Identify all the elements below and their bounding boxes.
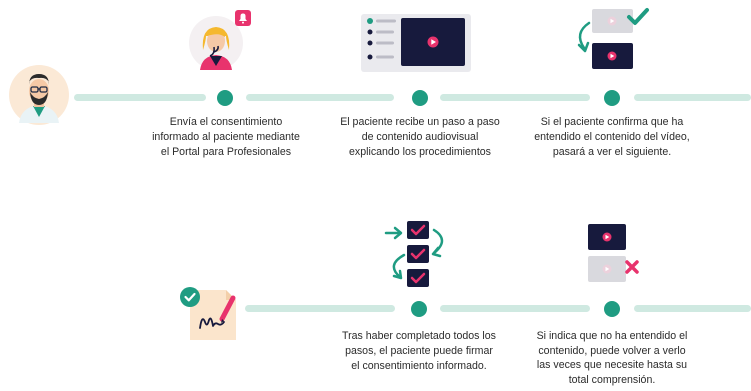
caption-line: el consentimiento informado. (351, 360, 487, 372)
caption-line: El paciente recibe un paso a paso (340, 116, 500, 128)
video-playlist-icon (577, 8, 649, 69)
step-caption-patient-confirms: Si el paciente confirma que ha entendido… (517, 115, 707, 160)
caption-line: total comprensión. (568, 373, 656, 386)
step-caption-patient-rewatches: Si indica que no ha entendido el conteni… (517, 329, 707, 387)
flow-track (74, 94, 206, 101)
step-caption-send-consent: Envía el consentimiento informado al pac… (131, 115, 321, 160)
flow-track (634, 94, 751, 101)
caption-line: Tras haber completado todos los (342, 330, 496, 342)
caption-line: contenido, puede volver a verlo (538, 344, 686, 357)
caption-line: las veces que necesite hasta su (536, 359, 688, 371)
flow-track (245, 305, 395, 312)
step-node (411, 301, 427, 317)
video-player-icon (361, 14, 471, 72)
step-node (604, 301, 620, 317)
step-caption-patient-receives: El paciente recibe un paso a paso de con… (325, 115, 515, 160)
step-node (604, 90, 620, 106)
flow-track (440, 305, 590, 312)
caption-line: pasará a ver el siguiente. (552, 146, 672, 158)
step-caption-patient-signs: Tras haber completado todos los pasos, e… (324, 329, 514, 374)
flow-track (246, 94, 394, 101)
caption-line: Si indica que no ha entendido el (536, 330, 688, 342)
step-node (412, 90, 428, 106)
caption-line: entendido el contenido del vídeo, (534, 131, 690, 143)
caption-line: informado al paciente mediante (152, 131, 300, 143)
step-node (217, 90, 233, 106)
caption-line: el Portal para Profesionales (160, 146, 292, 158)
caption-line: explicando los procedimientos (349, 146, 491, 158)
caption-line: Si el paciente confirma que ha (540, 116, 684, 128)
caption-line: Envía el consentimiento (169, 116, 283, 128)
caption-line: pasos, el paciente puede firmar (345, 345, 493, 357)
flow-track (440, 94, 590, 101)
doctor-avatar (9, 65, 69, 125)
video-rejected-icon (588, 224, 639, 282)
signed-document-icon (180, 287, 236, 340)
checklist-icon (384, 221, 444, 287)
patient-notification-icon (189, 10, 251, 70)
caption-line: de contenido audiovisual (361, 131, 479, 143)
flow-track (634, 305, 751, 312)
